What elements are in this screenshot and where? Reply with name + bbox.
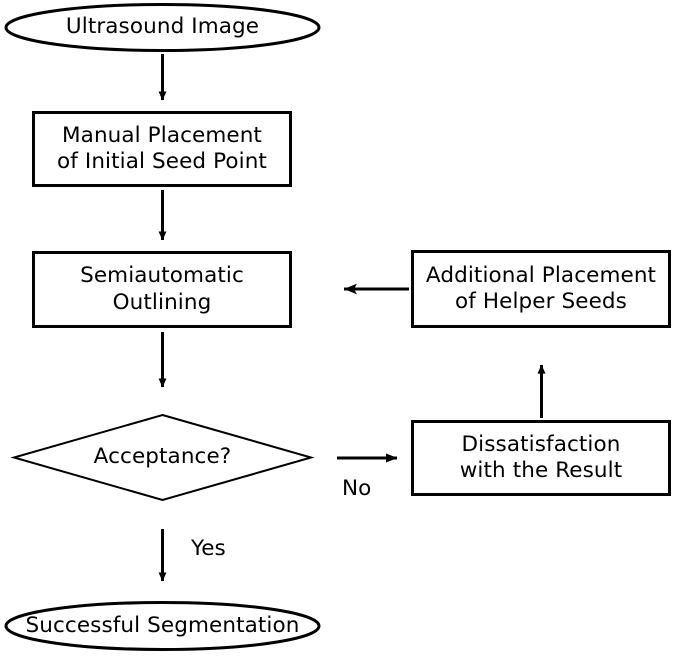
node-semiautomatic-outlining-shape[interactable] [32, 251, 292, 328]
node-start-shape[interactable] [4, 3, 321, 52]
node-successful-segmentation-shape[interactable] [4, 601, 321, 651]
node-acceptance-shape[interactable] [10, 413, 315, 502]
node-helper-seeds-shape[interactable] [411, 250, 671, 328]
node-manual-seed-shape[interactable] [32, 111, 292, 187]
node-dissatisfaction-shape[interactable] [411, 420, 671, 496]
